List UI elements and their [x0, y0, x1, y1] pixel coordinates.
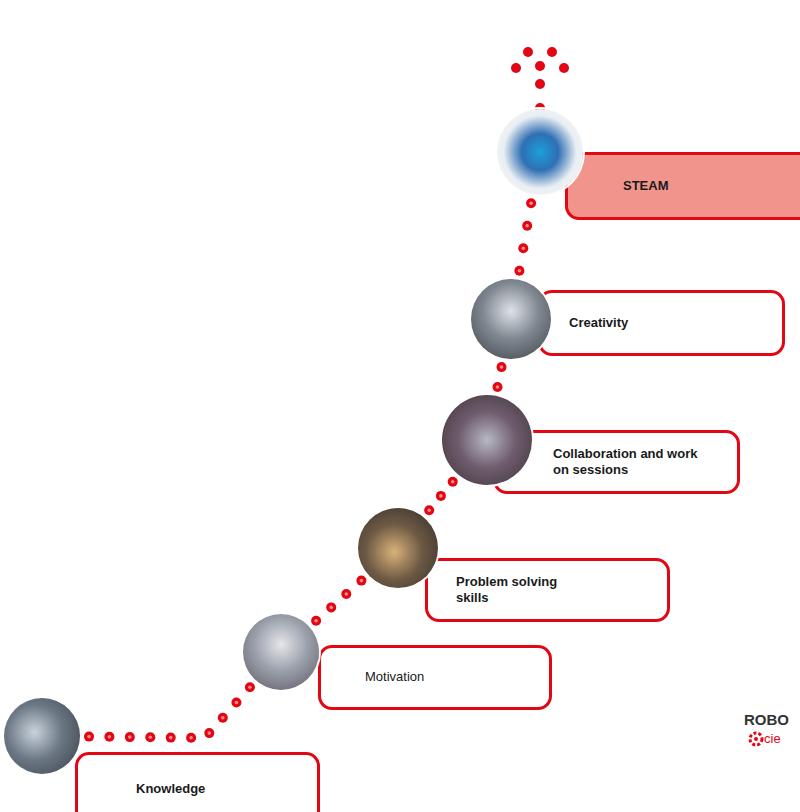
- step-label: Collaboration and work on sessions: [553, 446, 713, 479]
- logo-text: cie: [764, 731, 781, 746]
- step-label: Creativity: [569, 315, 628, 331]
- logo-gear: [750, 733, 762, 745]
- up-arrow-dots: [511, 47, 569, 113]
- step-photo: [497, 109, 583, 195]
- highlight-step-box: STEAM: [565, 152, 800, 220]
- step-photo: [243, 614, 319, 690]
- step-box: Knowledge: [75, 752, 320, 812]
- dotted-connector: [424, 477, 458, 516]
- step-photo: [471, 279, 551, 359]
- step-photo: [358, 508, 438, 588]
- dotted-connector: [493, 362, 507, 392]
- step-box: Collaboration and work on sessions: [493, 430, 740, 494]
- step-label: Motivation: [365, 669, 424, 685]
- step-box: Motivation: [318, 645, 552, 710]
- step-box: Creativity: [538, 290, 785, 356]
- dotted-connector: [514, 198, 536, 276]
- dotted-connector: [311, 576, 366, 626]
- dotted-connector: [84, 682, 255, 743]
- logo-text: ROBO: [744, 711, 789, 728]
- step-label: Problem solving skills: [456, 574, 581, 607]
- step-label: Knowledge: [136, 781, 205, 797]
- step-photo: [4, 698, 80, 774]
- step-label: STEAM: [623, 178, 669, 194]
- step-box: Problem solving skills: [425, 558, 670, 622]
- step-photo: [442, 395, 532, 485]
